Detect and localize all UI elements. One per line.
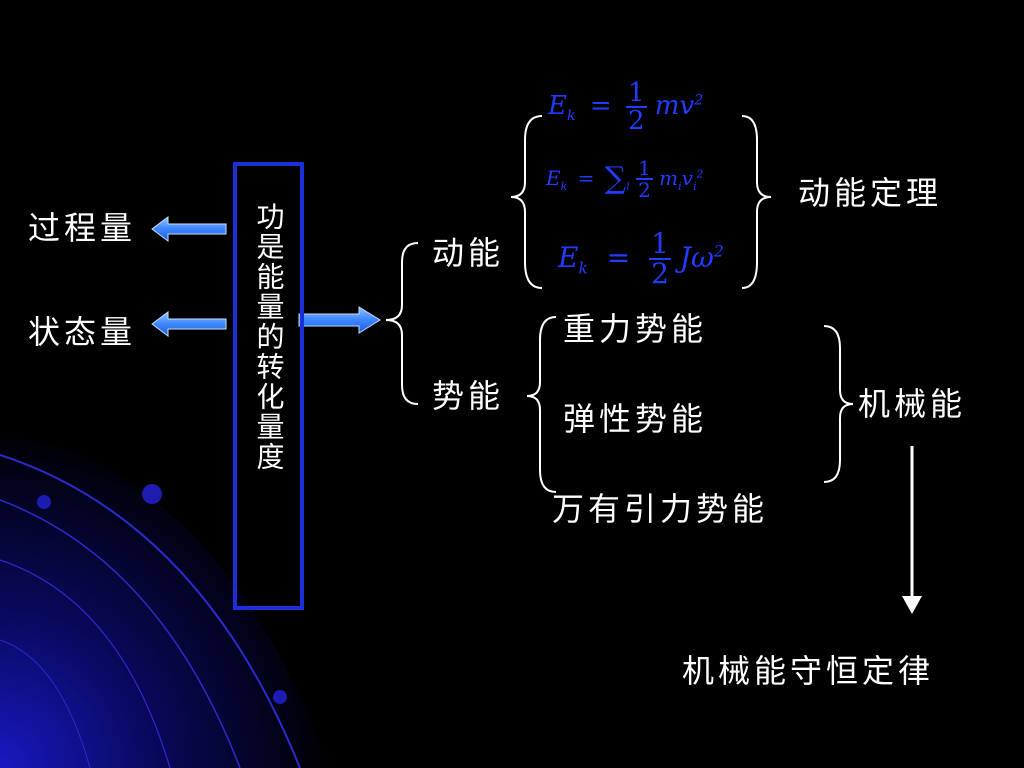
brace-potential-left [526,316,557,493]
process-quantity-label: 过程量 [28,209,137,247]
potential-energy-label: 势能 [432,377,505,415]
corner-decoration [0,430,330,768]
work-definition-text: 功是能量的转化量度 [252,202,286,472]
brace-energy-types [385,242,419,405]
state-quantity-label: 状态量 [28,313,137,351]
brace-formulas-right [741,115,772,289]
gravitational-potential-label: 万有引力势能 [552,490,769,528]
brace-formulas-left [510,115,543,289]
elastic-potential-label: 弹性势能 [563,400,708,438]
brace-potential-right [823,325,854,483]
work-definition-box: 功是能量的转化量度 [233,162,304,610]
conservation-law-label: 机械能守恒定律 [682,652,935,690]
arrow-to-energy [298,306,381,334]
arrow-to-conservation [902,446,922,614]
gravity-potential-label: 重力势能 [563,310,708,348]
mechanical-energy-label: 机械能 [858,385,967,423]
kinetic-energy-label: 动能 [432,234,505,272]
arrow-to-process [151,216,227,242]
arrow-to-state [151,311,227,337]
kinetic-theorem-label: 动能定理 [798,174,943,212]
